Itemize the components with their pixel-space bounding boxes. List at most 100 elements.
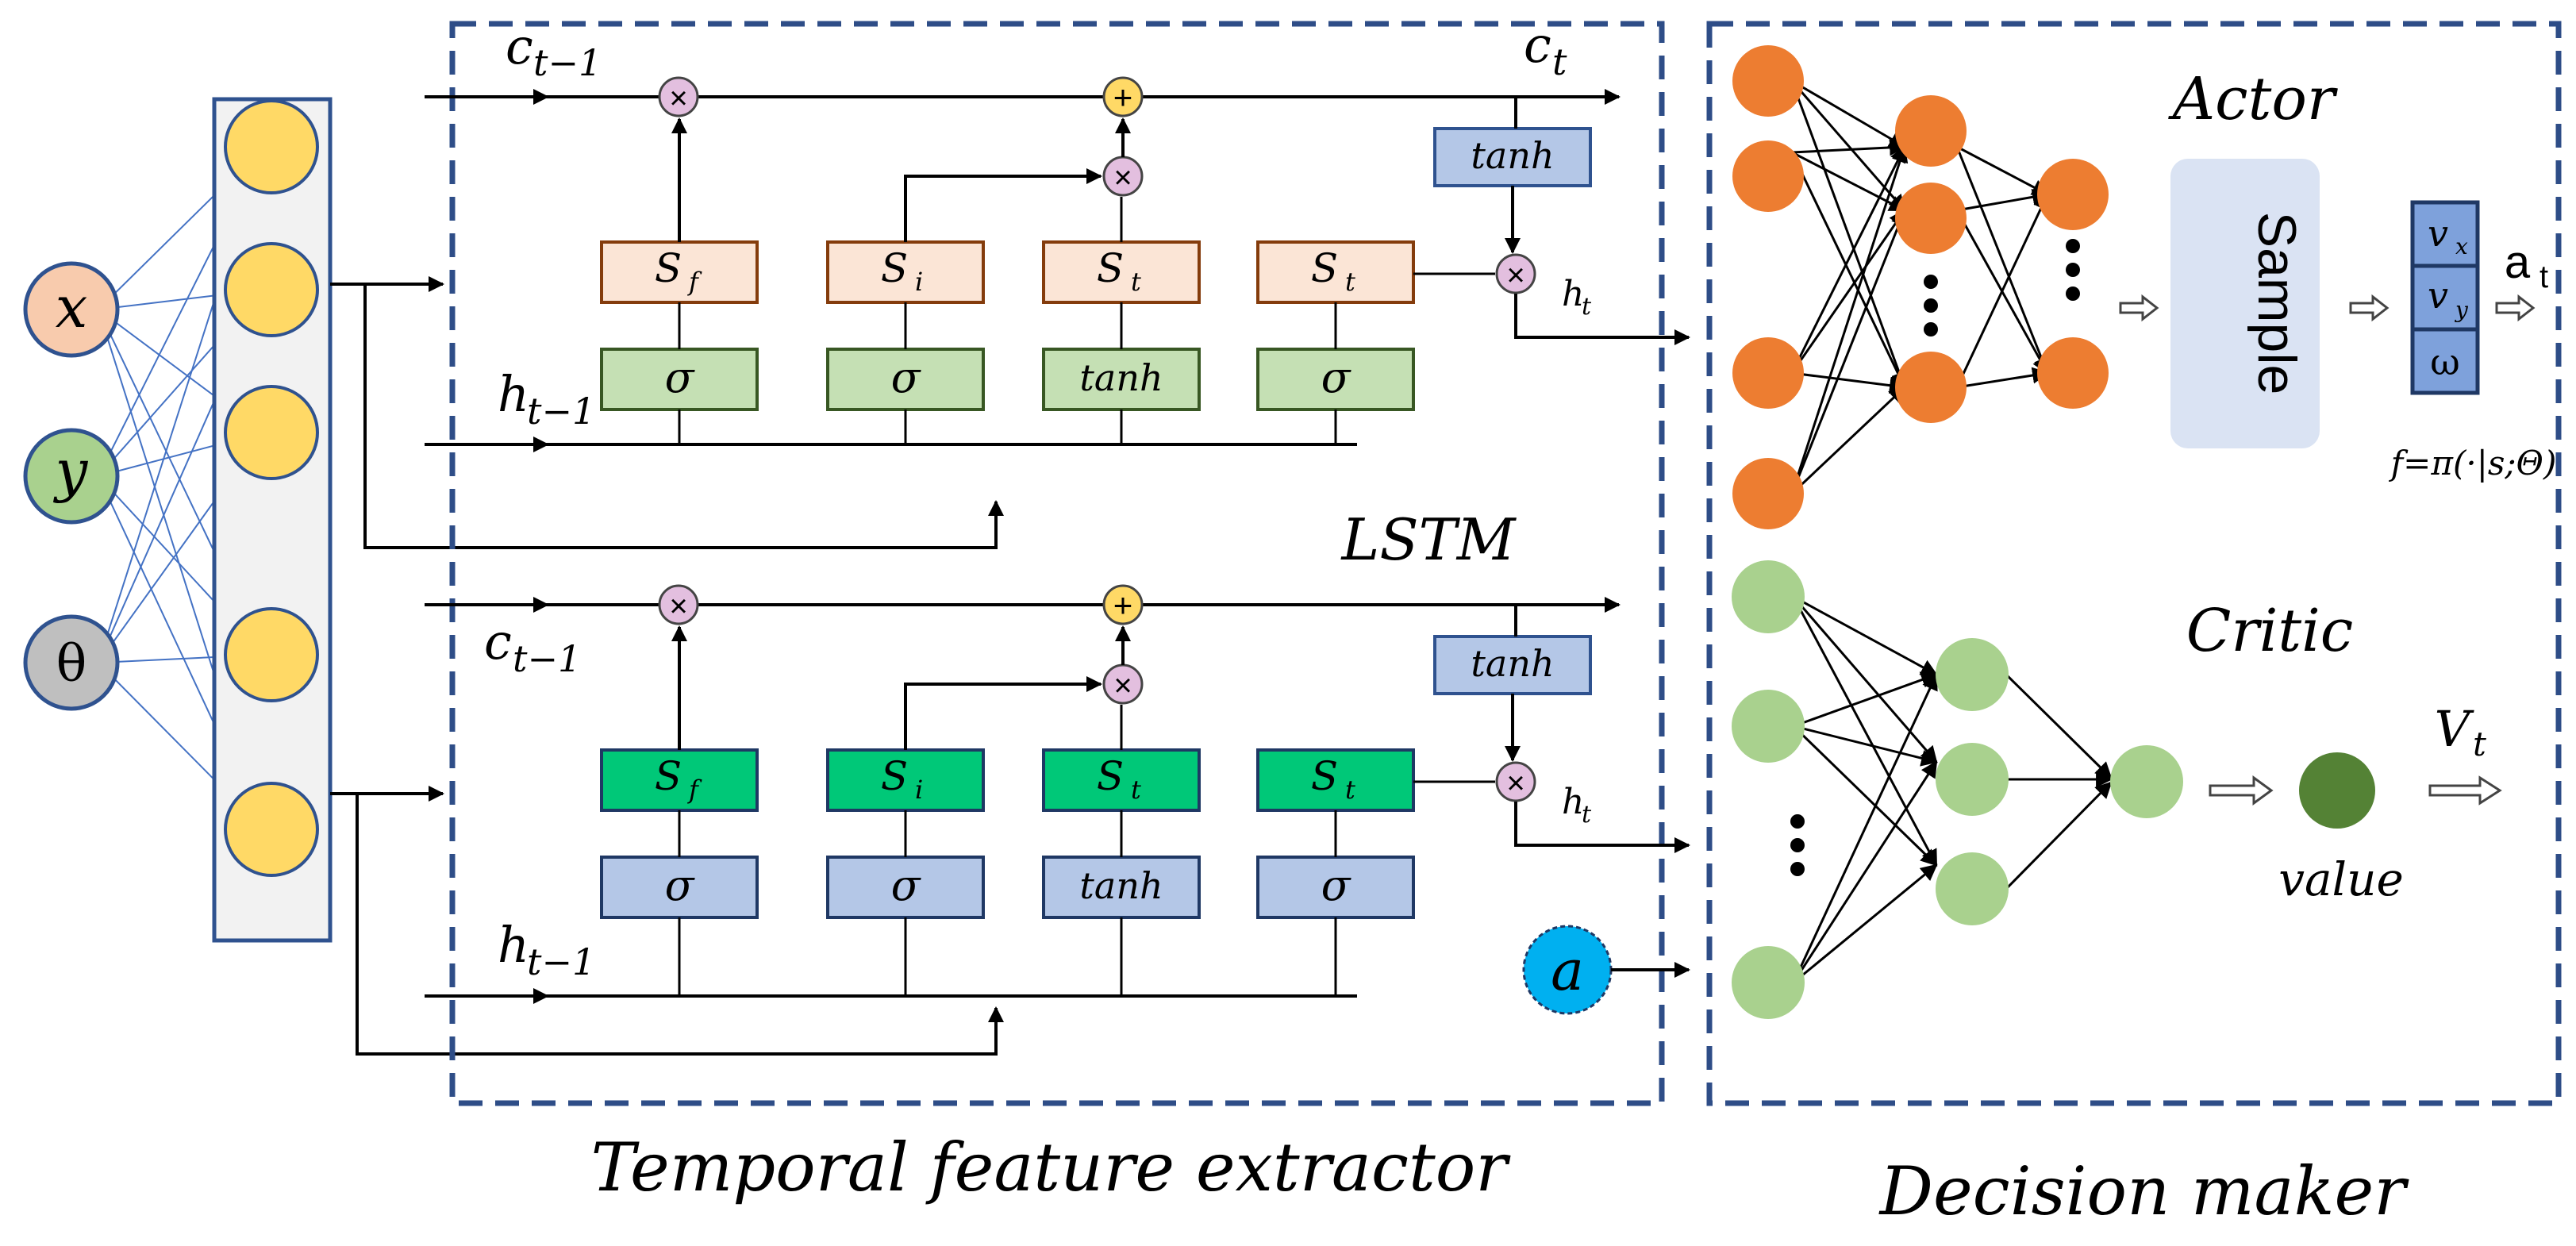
- multiply-operator: [658, 76, 699, 117]
- actor-network: Actor Sample v x v y ω a t f=π(·|s;Θ): [1732, 45, 2556, 529]
- theta-input-node: [23, 614, 120, 711]
- actor-node: [2037, 337, 2109, 409]
- gate-sub: t: [1345, 267, 1355, 297]
- y-input-node: [23, 428, 120, 525]
- ellipsis-dots: [1924, 239, 2080, 336]
- h-prev-sub: t−1: [527, 940, 595, 983]
- input-network: x y θ: [23, 97, 1004, 1056]
- activation-box: [600, 348, 759, 411]
- critic-node: [1936, 852, 2009, 925]
- gate-box: [1256, 240, 1415, 304]
- hidden-node: [224, 385, 319, 480]
- lstm-cell-top: c t−1 c t × + × × tanh S f S i S t S t σ: [425, 16, 1690, 452]
- y-input-label: y: [53, 437, 89, 504]
- gate-box: [600, 240, 759, 304]
- activation-label: tanh: [1079, 356, 1163, 399]
- decision-maker-caption: Decision maker: [1878, 1152, 2410, 1230]
- gate-label: S: [655, 753, 682, 799]
- multiply-sign: ×: [669, 589, 687, 624]
- activation-label: σ: [665, 352, 696, 402]
- value-node: [2299, 752, 2375, 829]
- action-output-label: ω: [2430, 340, 2460, 383]
- critic-network: Critic value V t: [1732, 560, 2502, 1019]
- gate-sub: i: [915, 267, 923, 297]
- activation-label: tanh: [1079, 864, 1163, 907]
- h-out-label: h: [1562, 782, 1584, 822]
- multiply-operator: [1495, 761, 1536, 802]
- tanh-box: [1433, 127, 1592, 187]
- actor-connections: [1790, 79, 2050, 495]
- x-input-node: [23, 261, 120, 358]
- action-output-sub: x: [2455, 233, 2468, 260]
- double-arrow: [2495, 294, 2536, 322]
- v-label: V: [2435, 700, 2475, 758]
- double-arrow: [2119, 294, 2159, 322]
- gate-label: S: [1311, 245, 1338, 291]
- gate-label: S: [881, 245, 908, 291]
- critic-node: [1936, 743, 2009, 816]
- decision-maker-border: [1706, 21, 2562, 1106]
- sample-box: [2170, 159, 2320, 448]
- gate-box: [600, 748, 759, 812]
- gate-sub: t: [1131, 775, 1141, 805]
- c-prev-sub: t−1: [533, 41, 602, 84]
- critic-node: [1732, 560, 1805, 633]
- sample-label: Sample: [2247, 212, 2307, 395]
- h-prev-label: h: [498, 916, 529, 974]
- tanh-label: tanh: [1471, 642, 1554, 685]
- lstm-label: LSTM: [1340, 506, 1517, 573]
- hidden-node: [224, 607, 319, 702]
- gate-box: [1256, 748, 1415, 812]
- tanh-label: tanh: [1471, 134, 1554, 177]
- gate-sub: i: [915, 775, 923, 805]
- activation-label: σ: [891, 352, 922, 402]
- action-output-sub: y: [2454, 297, 2469, 323]
- multiply-sign: ×: [1506, 258, 1524, 293]
- critic-node: [1732, 946, 1805, 1019]
- value-label: value: [2278, 852, 2404, 906]
- c-out-label: c: [1524, 16, 1551, 74]
- activation-label: σ: [1321, 860, 1352, 910]
- actor-node: [1732, 140, 1804, 212]
- action-sub: t: [2539, 260, 2548, 294]
- x-input-label: x: [56, 274, 88, 340]
- multiply-sign: ×: [1113, 668, 1132, 703]
- critic-node: [1732, 690, 1805, 763]
- gate-label: S: [1311, 753, 1338, 799]
- temporal-feature-extractor-caption: Temporal feature extractor: [591, 1129, 1512, 1206]
- activation-box: [826, 348, 985, 411]
- gate-label: S: [655, 245, 682, 291]
- c-prev-label: c: [484, 613, 512, 671]
- double-arrow: [2209, 775, 2274, 806]
- h-prev-sub: t−1: [527, 390, 595, 433]
- gate-label: S: [1097, 753, 1124, 799]
- multiply-sign: ×: [1506, 766, 1524, 801]
- gate-label: S: [1097, 245, 1124, 291]
- critic-connections: [1792, 595, 2113, 984]
- critic-title: Critic: [2186, 597, 2354, 665]
- activation-box: [1042, 348, 1201, 411]
- theta-input-label: θ: [56, 635, 87, 694]
- multiply-sign: ×: [669, 81, 687, 116]
- action-input-label: a: [1551, 938, 1584, 1003]
- policy-label: f=π(·|s;Θ): [2389, 444, 2557, 483]
- actor-node: [1732, 458, 1804, 529]
- activation-label: σ: [891, 860, 922, 910]
- add-operator: [1102, 76, 1144, 117]
- double-arrow: [2428, 775, 2502, 806]
- v-sub: t: [2473, 725, 2486, 763]
- h-prev-label: h: [498, 365, 529, 423]
- gate-sub: t: [1131, 267, 1141, 297]
- multiply-sign: ×: [1113, 160, 1132, 195]
- action-label: a: [2505, 237, 2531, 288]
- actor-node: [2037, 159, 2109, 230]
- h-out-label: h: [1562, 274, 1584, 314]
- actor-title: Actor: [2168, 65, 2339, 133]
- actor-node: [1732, 45, 1804, 117]
- temporal-feature-extractor-border: [449, 21, 1665, 1106]
- double-arrow: [2349, 294, 2390, 322]
- c-out-sub: t: [1552, 40, 1567, 83]
- add-operator: [1102, 584, 1144, 625]
- actor-node: [1895, 352, 1967, 423]
